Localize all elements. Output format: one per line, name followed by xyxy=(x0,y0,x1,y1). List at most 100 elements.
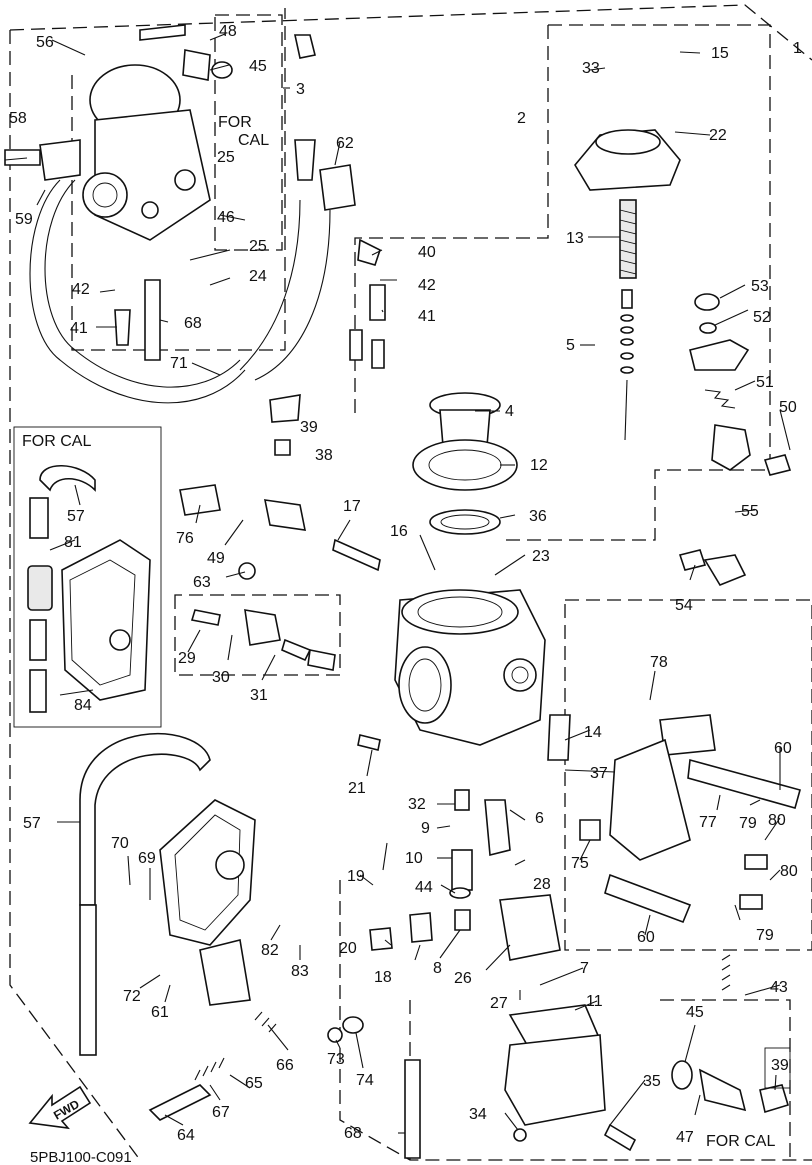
callout: 25 xyxy=(249,238,267,255)
callout: 80 xyxy=(768,812,786,829)
callout: 19 xyxy=(347,868,365,885)
callout: 15 xyxy=(711,45,729,62)
callout: 36 xyxy=(529,508,547,525)
callout: 7 xyxy=(580,960,589,977)
callout: 45 xyxy=(686,1004,704,1021)
callout: 45 xyxy=(249,58,267,75)
callout: 30 xyxy=(212,669,230,686)
callout: 64 xyxy=(177,1127,195,1144)
callout: 35 xyxy=(643,1073,661,1090)
callout: 9 xyxy=(421,820,430,837)
callout: 71 xyxy=(170,355,188,372)
callout: 17 xyxy=(343,498,361,515)
lower-left-parts xyxy=(79,733,421,1159)
callout: 67 xyxy=(212,1104,230,1121)
for-cal-captions: FOR CAL FOR CAL xyxy=(218,114,775,1150)
callout: 68 xyxy=(184,315,202,332)
callout: 11 xyxy=(586,993,603,1010)
callout: 50 xyxy=(779,399,797,416)
callout: 69 xyxy=(138,850,156,867)
throttle-linkage xyxy=(604,293,801,924)
callout: 68 xyxy=(344,1125,362,1142)
for-cal-box: FOR CAL xyxy=(13,426,162,728)
callout: 6 xyxy=(535,810,544,827)
float-bowl xyxy=(499,894,791,1152)
callout: 39 xyxy=(771,1057,789,1074)
callout: 52 xyxy=(753,309,771,326)
callout: 25 xyxy=(217,149,235,166)
callout: 31 xyxy=(250,687,268,704)
callout: 13 xyxy=(566,230,584,247)
callout: 59 xyxy=(15,211,33,228)
callout: 24 xyxy=(249,268,267,285)
for-label: FOR xyxy=(218,114,252,131)
callout: 42 xyxy=(418,277,436,294)
callout: 23 xyxy=(532,548,550,565)
carburetor-body xyxy=(394,589,546,746)
callout: 60 xyxy=(774,740,792,757)
callout: 27 xyxy=(490,995,508,1012)
callout: 42 xyxy=(72,281,90,298)
callout: 54 xyxy=(675,597,693,614)
callout: 61 xyxy=(151,1004,169,1021)
callout: 44 xyxy=(415,879,433,896)
callout: 73 xyxy=(327,1051,345,1068)
callout: 16 xyxy=(390,523,408,540)
callout: 4 xyxy=(505,403,514,420)
callout: 74 xyxy=(356,1072,374,1089)
callout: 77 xyxy=(699,814,717,831)
callout: 81 xyxy=(64,534,82,551)
callout: 53 xyxy=(751,278,769,295)
callout: 8 xyxy=(433,960,442,977)
callout: 72 xyxy=(123,988,141,1005)
callout: 84 xyxy=(74,697,92,714)
top-cover-stack xyxy=(412,129,681,535)
callout: 47 xyxy=(676,1129,694,1146)
assembled-carburetor xyxy=(29,64,331,404)
callout: 26 xyxy=(454,970,472,987)
callout: 41 xyxy=(418,308,436,325)
callout: 46 xyxy=(217,209,235,226)
callout: 33 xyxy=(582,60,600,77)
callout-labels: 1 2 3 4 5 6 7 8 9 10 11 12 13 14 15 16 1… xyxy=(9,23,802,1146)
cal-label: CAL xyxy=(238,132,269,149)
callout: 65 xyxy=(245,1075,263,1092)
callout: 12 xyxy=(530,457,548,474)
callout: 29 xyxy=(178,650,196,667)
callout: 70 xyxy=(111,835,129,852)
callout: 66 xyxy=(276,1057,294,1074)
callout: 49 xyxy=(207,550,225,567)
fwd-arrow-icon: FWD xyxy=(28,1085,92,1130)
callout: 43 xyxy=(770,979,788,996)
callout: 83 xyxy=(291,963,309,980)
callout: 40 xyxy=(418,244,436,261)
callout: 18 xyxy=(374,969,392,986)
for-cal-caption: FOR CAL xyxy=(22,433,91,450)
callout: 60 xyxy=(637,929,655,946)
callout: 37 xyxy=(590,765,608,782)
callout: 78 xyxy=(650,654,668,671)
callout: 28 xyxy=(533,876,551,893)
for-cal-caption-bottom: FOR CAL xyxy=(706,1133,775,1150)
callout: 21 xyxy=(348,780,366,797)
callout: 1 xyxy=(793,40,802,57)
leader-lines xyxy=(4,33,791,1134)
callout: 20 xyxy=(339,940,357,957)
callout: 79 xyxy=(756,927,774,944)
callout: 79 xyxy=(739,815,757,832)
callout: 32 xyxy=(408,796,426,813)
callout: 2 xyxy=(517,110,526,127)
callout: 76 xyxy=(176,530,194,547)
callout: 3 xyxy=(296,81,305,98)
misc-parts xyxy=(4,24,601,951)
callout: 10 xyxy=(405,850,423,867)
callout: 34 xyxy=(469,1106,487,1123)
callout: 57 xyxy=(67,508,85,525)
callout: 38 xyxy=(315,447,333,464)
callout: 5 xyxy=(566,337,575,354)
callout: 48 xyxy=(219,23,237,40)
callout: 51 xyxy=(756,374,774,391)
callout: 63 xyxy=(193,574,211,591)
callout: 80 xyxy=(780,863,798,880)
